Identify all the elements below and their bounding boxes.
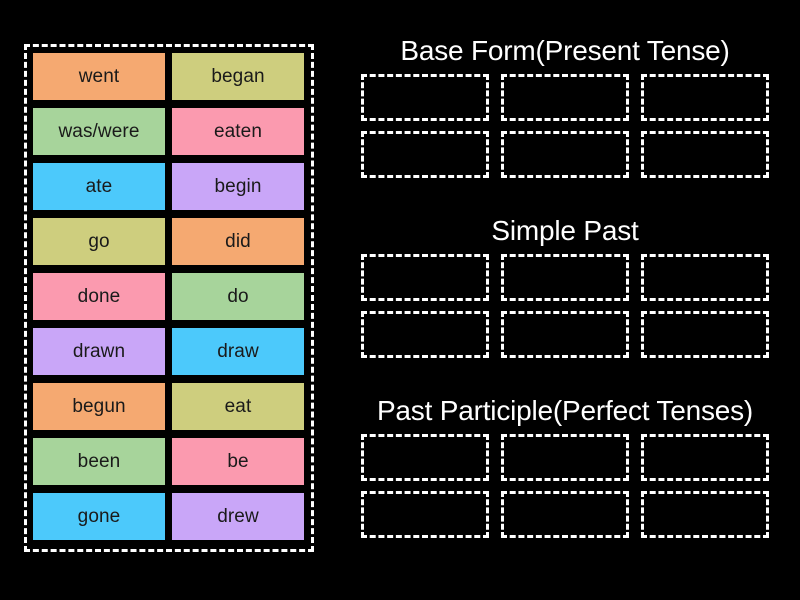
category-title: Past Participle(Perfect Tenses)	[376, 395, 754, 426]
dropzone-grid-past-participle	[340, 434, 790, 539]
dropzone[interactable]	[641, 254, 769, 302]
category-past-participle: Past Participle(Perfect Tenses)	[340, 395, 790, 539]
word-tile-label: eaten	[213, 121, 263, 142]
word-tile[interactable]: begun	[33, 383, 165, 430]
word-tile[interactable]: eat	[172, 383, 304, 430]
word-tile[interactable]: gone	[33, 493, 165, 540]
dropzone[interactable]	[501, 311, 629, 359]
word-tile-label: eat	[224, 396, 252, 417]
word-tile[interactable]: ate	[33, 163, 165, 210]
category-column: Base Form(Present Tense) Simple Past Pas…	[340, 36, 790, 566]
dropzone-grid-base-form	[340, 74, 790, 179]
category-title: Base Form(Present Tense)	[400, 35, 730, 66]
word-tile[interactable]: drawn	[33, 328, 165, 375]
dropzone[interactable]	[501, 254, 629, 302]
dropzone[interactable]	[641, 74, 769, 122]
dropzone[interactable]	[501, 131, 629, 179]
word-tile-label: gone	[77, 506, 121, 527]
dropzone[interactable]	[501, 74, 629, 122]
word-tile-label: been	[77, 451, 121, 472]
word-tile-label: ate	[85, 176, 113, 197]
category-simple-past: Simple Past	[340, 215, 790, 359]
word-tile[interactable]: began	[172, 53, 304, 100]
word-tile-label: did	[225, 231, 251, 252]
dropzone[interactable]	[361, 434, 489, 482]
dropzone[interactable]	[501, 491, 629, 539]
dropzone[interactable]	[361, 74, 489, 122]
category-title: Simple Past	[491, 215, 639, 246]
word-tile-label: go	[88, 231, 110, 252]
word-tile[interactable]: did	[172, 218, 304, 265]
word-tile[interactable]: be	[172, 438, 304, 485]
dropzone[interactable]	[501, 434, 629, 482]
dropzone[interactable]	[361, 131, 489, 179]
word-tile-label: begun	[72, 396, 126, 417]
word-tile-label: begin	[214, 176, 262, 197]
dropzone[interactable]	[641, 131, 769, 179]
dropzone[interactable]	[641, 491, 769, 539]
word-tile[interactable]: was/were	[33, 108, 165, 155]
word-tile-tray: went began was/were eaten ate begin go d…	[24, 44, 314, 552]
word-tile-label: began	[211, 66, 265, 87]
dropzone[interactable]	[641, 434, 769, 482]
word-tile[interactable]: draw	[172, 328, 304, 375]
word-tile[interactable]: eaten	[172, 108, 304, 155]
word-tile-label: done	[77, 286, 121, 307]
word-tile[interactable]: been	[33, 438, 165, 485]
dropzone[interactable]	[361, 254, 489, 302]
word-tile[interactable]: go	[33, 218, 165, 265]
dropzone-grid-simple-past	[340, 254, 790, 359]
word-tile-label: went	[78, 66, 120, 87]
word-tile-label: was/were	[58, 121, 140, 142]
word-tile[interactable]: done	[33, 273, 165, 320]
word-tile-label: drew	[217, 506, 259, 527]
word-tile[interactable]: drew	[172, 493, 304, 540]
word-tile[interactable]: went	[33, 53, 165, 100]
category-base-form: Base Form(Present Tense)	[340, 35, 790, 179]
dropzone[interactable]	[641, 311, 769, 359]
word-tile-label: drawn	[72, 341, 126, 362]
word-tile-label: draw	[217, 341, 259, 362]
word-tile-label: do	[227, 286, 249, 307]
word-tile[interactable]: do	[172, 273, 304, 320]
dropzone[interactable]	[361, 491, 489, 539]
word-tile[interactable]: begin	[172, 163, 304, 210]
word-tile-label: be	[227, 451, 249, 472]
dropzone[interactable]	[361, 311, 489, 359]
